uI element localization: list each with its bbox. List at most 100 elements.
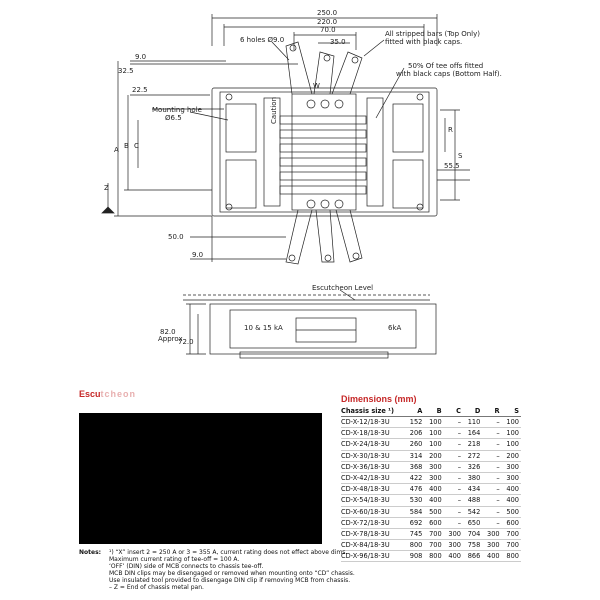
letter-a: A [114, 146, 119, 154]
dimension-cell: – [482, 517, 502, 529]
dimension-cell: 300 [443, 528, 463, 541]
escutcheon-title: Escutcheon [79, 389, 136, 399]
callout-stripped-bars-1: All stripped bars (Top Only) [385, 30, 480, 38]
callout-stripped-bars-2: fitted with black caps. [385, 38, 462, 46]
dimension-cell: – [443, 483, 463, 496]
dimension-cell: 200 [501, 450, 521, 462]
dim-side: 22.5 [132, 86, 148, 94]
dim-overall: 250.0 [317, 9, 337, 17]
dimension-cell: 100 [501, 427, 521, 440]
dimension-cell: 326 [463, 461, 483, 473]
dimension-cell: 800 [424, 550, 444, 563]
dimension-cell: 650 [463, 517, 483, 529]
dimension-cell: 700 [424, 539, 444, 552]
dimension-cell: 400 [424, 483, 444, 496]
dimension-cell: – [443, 461, 463, 473]
dim-bottom-drop: 50.0 [168, 233, 184, 241]
note-line: Maximum current rating of tee-off = 100 … [109, 556, 240, 564]
dimensions-table: Chassis size ¹) A B C D R S CD-X-12/18-3… [341, 406, 521, 563]
chassis-size-cell: CD-X-42/18-3U [341, 472, 406, 485]
dimensions-title: Dimensions (mm) [341, 394, 417, 404]
escutcheon-title-text: Escu [79, 389, 101, 399]
dimension-cell: 272 [463, 450, 483, 462]
dimension-cell: 206 [405, 427, 425, 440]
dimension-cell: 300 [501, 461, 521, 473]
column-header: Chassis size ¹) [341, 406, 406, 417]
dimension-cell: – [443, 472, 463, 485]
chassis-size-cell: CD-X-48/18-3U [341, 483, 406, 496]
dimension-cell: – [482, 427, 502, 440]
callout-holes: 6 holes Ø9.0 [240, 36, 284, 44]
dimension-cell: – [443, 517, 463, 529]
letter-s: S [458, 152, 463, 160]
dimension-cell: 400 [501, 494, 521, 507]
chassis-size-cell: CD-X-84/18-3U [341, 539, 406, 552]
engineering-drawing: 250.0 220.0 70.0 35.0 9.0 32.5 22.5 55.5… [101, 9, 502, 359]
dimension-cell: 100 [424, 438, 444, 451]
dimension-cell: – [443, 506, 463, 518]
dimension-cell: 100 [424, 416, 444, 429]
dimension-cell: 300 [482, 528, 502, 541]
dimension-cell: 164 [463, 427, 483, 440]
callout-escutcheon-level: Escutcheon Level [312, 284, 373, 292]
dimension-cell: 800 [405, 539, 425, 552]
dimension-cell: 584 [405, 506, 425, 518]
callout-mounting-hole-2: Ø6.5 [165, 114, 182, 122]
column-header: R [482, 406, 502, 417]
letter-w: W [313, 82, 320, 90]
dimension-cell: 600 [424, 517, 444, 529]
column-header: A [405, 406, 425, 417]
dimension-cell: – [482, 438, 502, 451]
dimension-cell: – [482, 506, 502, 518]
dimension-cell: – [443, 427, 463, 440]
column-header: C [443, 406, 463, 417]
dimension-cell: – [482, 450, 502, 462]
note-line: ¹) “X” insert 2 = 250 A or 3 = 355 A, cu… [109, 549, 348, 556]
dimension-cell: 476 [405, 483, 425, 496]
letter-z: Z [104, 184, 109, 192]
notes-body: ¹) “X” insert 2 = 250 A or 3 = 355 A, cu… [109, 549, 409, 592]
dimension-cell: 500 [501, 506, 521, 518]
chassis-size-cell: CD-X-78/18-3U [341, 528, 406, 541]
caution-label: Caution [270, 97, 278, 124]
dimension-cell: 800 [501, 550, 521, 563]
dim-right-offset: 55.5 [444, 162, 460, 170]
dimension-cell: 200 [424, 450, 444, 462]
chassis-size-cell: CD-X-96/18-3U [341, 550, 406, 563]
dimension-cell: 100 [501, 416, 521, 429]
dimension-cell: 218 [463, 438, 483, 451]
column-header: D [463, 406, 483, 417]
chassis-size-cell: CD-X-30/18-3U [341, 450, 406, 462]
dimension-cell: 300 [424, 461, 444, 473]
dimension-cell: – [482, 416, 502, 429]
dimension-cell: 434 [463, 483, 483, 496]
dim-left-offset: 9.0 [135, 53, 146, 61]
dimension-cell: 260 [405, 438, 425, 451]
dimension-cell: – [443, 438, 463, 451]
dimension-cell: 500 [424, 506, 444, 518]
dimension-cell: 700 [501, 528, 521, 541]
dimension-cell: 380 [463, 472, 483, 485]
dimension-cell: 700 [424, 528, 444, 541]
escutcheon-image-panel [79, 413, 322, 544]
dimension-cell: 100 [424, 427, 444, 440]
chassis-size-cell: CD-X-12/18-3U [341, 416, 406, 429]
note-line: Use insulated tool provided to disengage… [109, 577, 351, 585]
callout-rating-right: 6kA [388, 324, 402, 332]
dimension-cell: 400 [443, 550, 463, 563]
dim-inner: 70.0 [320, 26, 336, 34]
dim-mid: 220.0 [317, 18, 337, 26]
chassis-size-cell: CD-X-36/18-3U [341, 461, 406, 473]
dimension-cell: – [482, 483, 502, 496]
dimension-cell: 300 [482, 539, 502, 552]
dimension-cell: 314 [405, 450, 425, 462]
dim-height-top: 32.5 [118, 67, 134, 75]
